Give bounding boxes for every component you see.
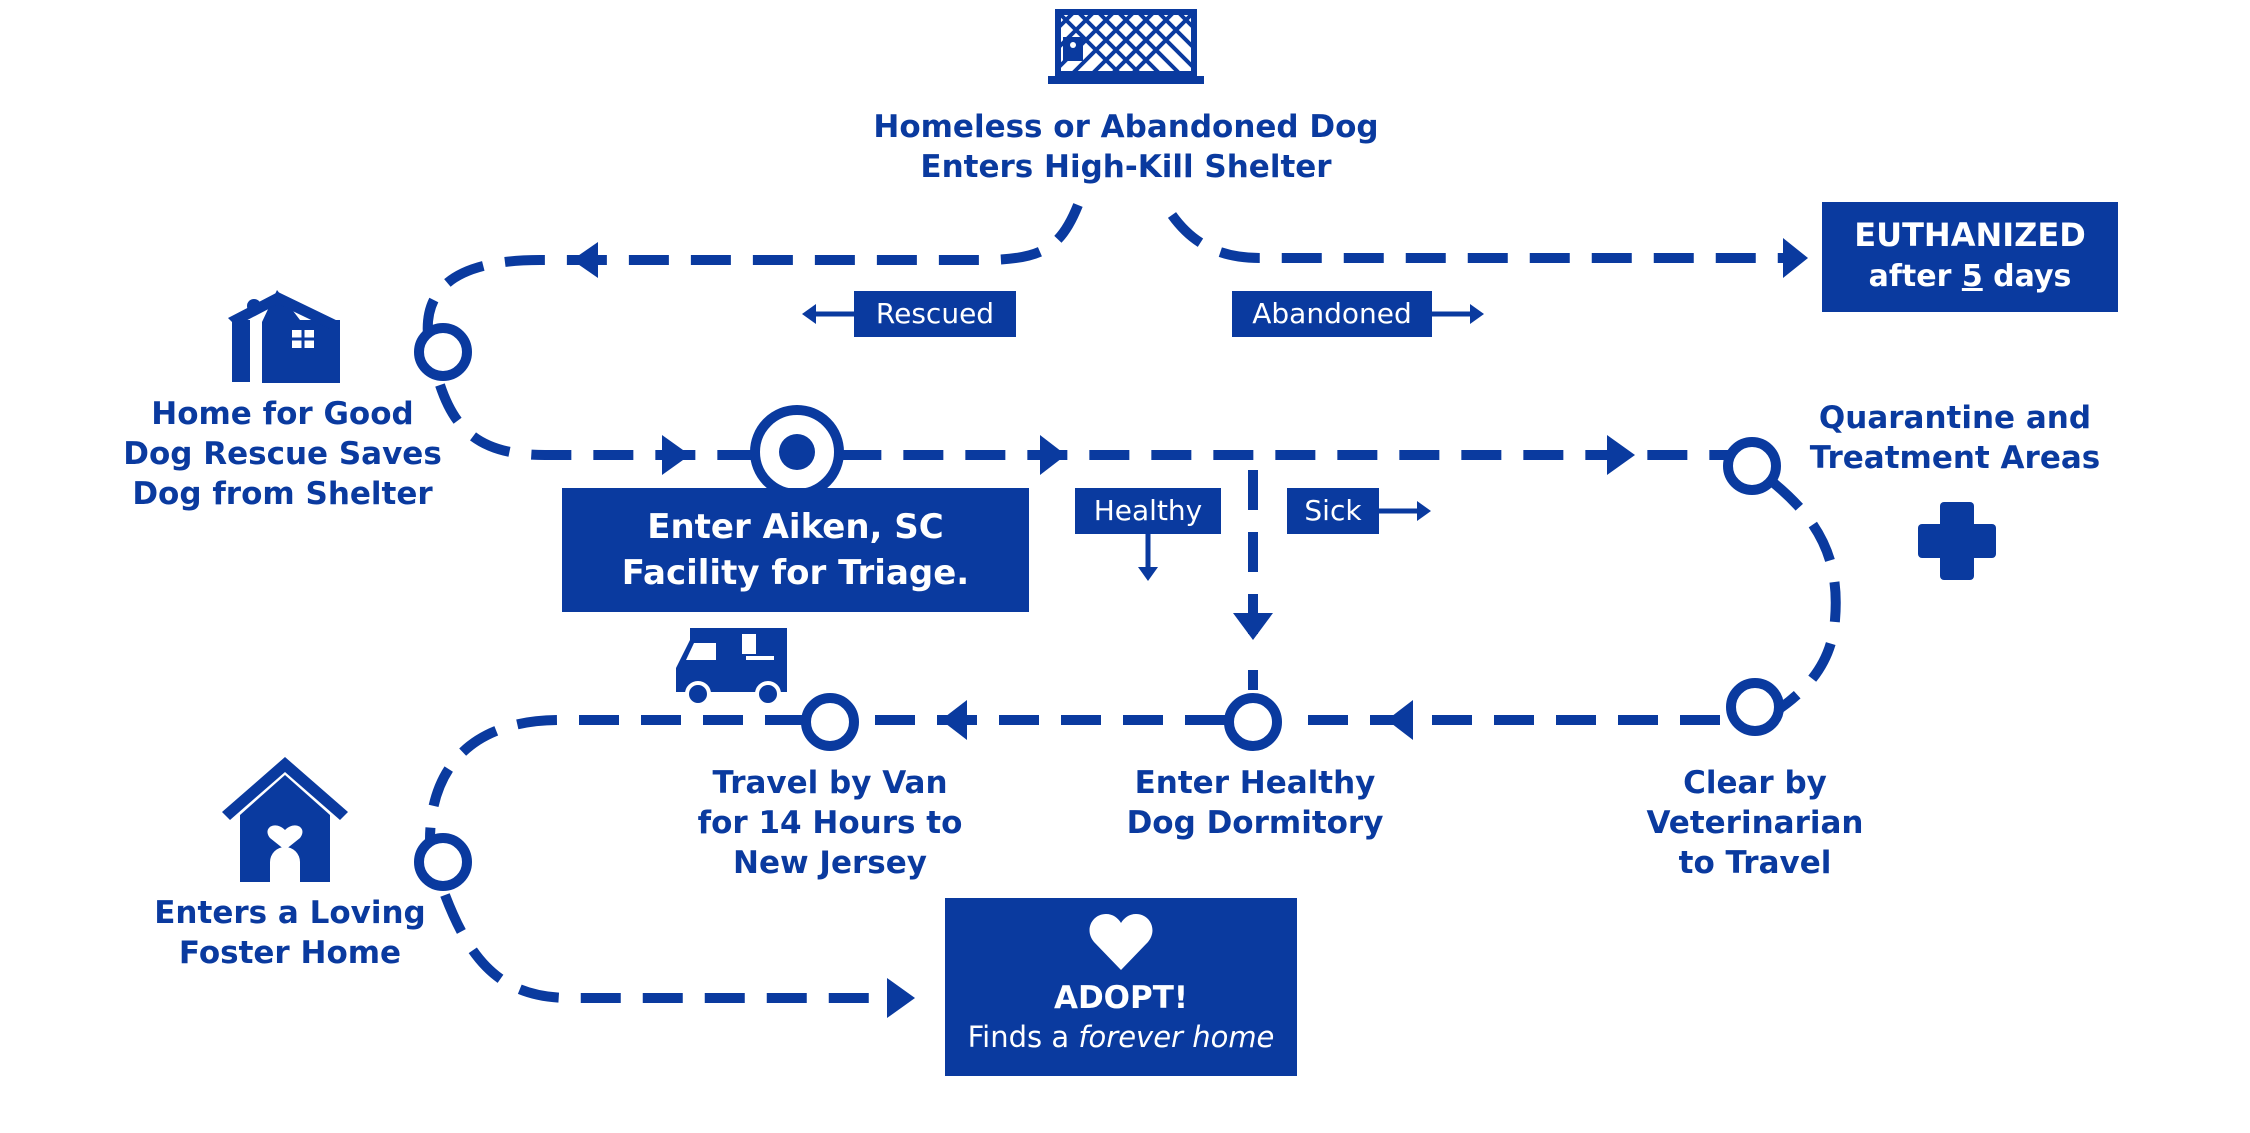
node-travel [801,693,859,751]
dormitory-label: Enter Healthy Dog Dormitory [1126,765,1384,841]
arrow-euthanized [1783,238,1808,278]
adopt-box: ADOPT! Finds a forever home [945,898,1297,1076]
sick-arrow-icon [1377,501,1431,521]
arrow-dorm-left [941,700,967,740]
node-foster [414,833,472,891]
adopt-title: ADOPT! [1053,980,1189,1016]
path-quarantine-loop [1766,476,1841,720]
node-quarantine [1723,437,1781,495]
foster-label: Enters a Loving Foster Home [154,895,426,971]
kennel-cage-icon [1048,9,1204,84]
euthanized-box: EUTHANIZED after 5 days [1822,202,2118,312]
triage-box: Enter Aiken, SC Facility for Triage. [562,488,1029,612]
heart-icon [1089,914,1153,970]
path-foster-to-adopt [440,893,880,1003]
adopt-subtitle: Finds a forever home [967,1020,1275,1054]
sick-tag: Sick [1287,488,1379,534]
medical-cross-icon [1918,502,1996,580]
euthanized-subtitle: after 5 days [1868,259,2072,294]
rescued-tag: Rescued [854,291,1016,337]
path-shelter-to-rescue [422,203,1083,351]
arrow-clear-left [1387,700,1413,740]
dog-house-heart-icon [222,757,348,882]
quarantine-label: Quarantine and Treatment Areas [1809,400,2101,476]
euthanized-title: EUTHANIZED [1854,216,2086,254]
path-van-to-foster [425,715,805,841]
rescue-label: Home for Good Dog Rescue Saves Dog from … [123,396,442,512]
travel-label: Travel by Van for 14 Hours to New Jersey [697,765,963,881]
abandoned-tag: Abandoned [1232,291,1432,337]
healthy-tag: Healthy [1075,488,1221,534]
arrow-rescued [572,242,598,278]
node-rescue [414,323,472,381]
arrow-to-adopt [887,978,915,1018]
arrow-to-quarantine [1607,435,1635,475]
healthy-arrow-icon [1138,533,1158,581]
path-rescue-to-triage [435,383,1740,460]
transport-van-icon [676,628,787,707]
clear-label: Clear by Veterinarian to Travel [1646,765,1864,881]
node-clear [1726,678,1784,736]
abandoned-arrow-icon [1430,304,1484,324]
arrow-to-triage-1 [662,435,690,475]
path-shelter-to-euthanized [1167,212,1790,263]
start-label: Homeless or Abandoned Dog Enters High-Ki… [873,109,1379,185]
node-triage-center [779,434,815,470]
arrow-to-dormitory-down [1233,613,1273,640]
arrow-to-triage-2 [1040,435,1066,475]
rescued-arrow-icon [802,304,856,324]
node-dormitory [1224,693,1282,751]
dog-house-rescue-icon [228,290,340,383]
